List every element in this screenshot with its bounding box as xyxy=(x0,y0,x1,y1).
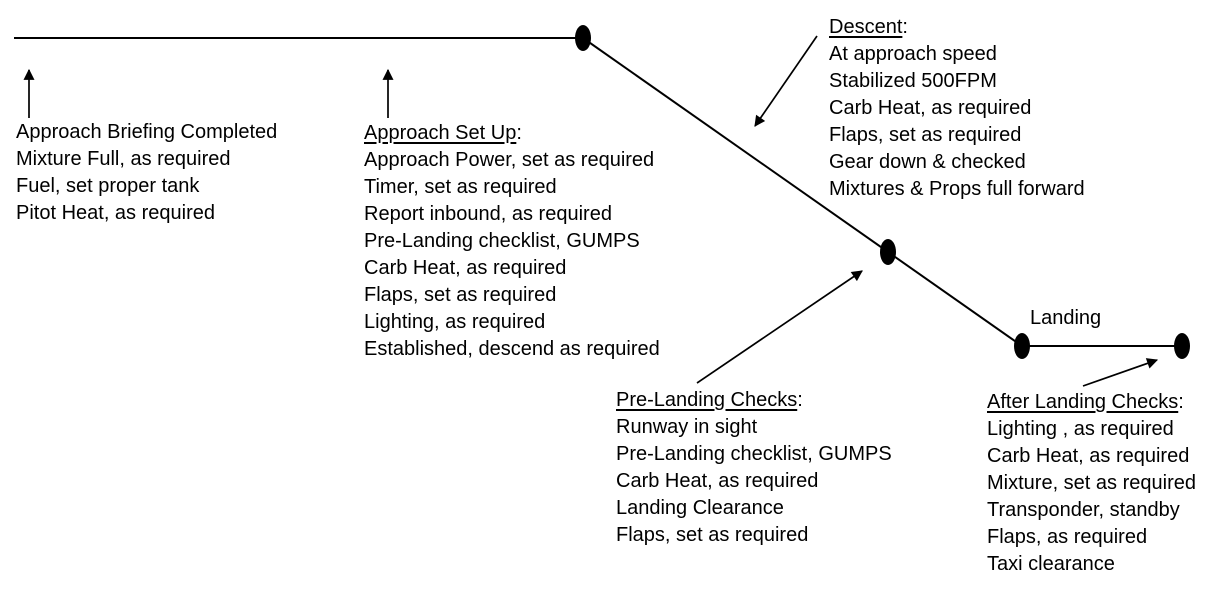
descent-segment-line xyxy=(582,37,1023,347)
checklist-item: Lighting , as required xyxy=(987,418,1174,440)
checklist-heading: After Landing Checks: xyxy=(987,389,1196,416)
checklist-heading: Pre-Landing Checks: xyxy=(616,387,892,414)
checklist-item: Runway in sight xyxy=(616,416,758,438)
checklist-heading: Descent: xyxy=(829,14,1085,41)
checklist-item: Carb Heat, as required xyxy=(364,257,567,279)
after-landing-arrow xyxy=(1082,358,1159,387)
checklist-item: Flaps, set as required xyxy=(829,124,1022,146)
checklist-item: Fuel, set proper tank xyxy=(16,175,200,197)
checklist-item: Mixtures & Props full forward xyxy=(829,178,1085,200)
checklist-title-colon: : xyxy=(1178,391,1184,413)
checklist-title-colon: : xyxy=(516,122,522,144)
checklist-item: Pre-Landing checklist, GUMPS xyxy=(364,230,640,252)
pre-landing-arrow xyxy=(696,270,863,384)
checklist-item: Transponder, standby xyxy=(987,499,1180,521)
checklist-item: At approach speed xyxy=(829,43,997,65)
checklist-item: Pitot Heat, as required xyxy=(16,202,215,224)
checklist-item: Pre-Landing checklist, GUMPS xyxy=(616,443,892,465)
checklist-item: Lighting, as required xyxy=(364,311,546,333)
waypoint-landing-end xyxy=(1174,333,1190,359)
after-landing-checklist: After Landing Checks: Lighting , as requ… xyxy=(987,389,1196,578)
checklist-item: Carb Heat, as required xyxy=(987,445,1190,467)
checklist-item: Flaps, set as required xyxy=(364,284,557,306)
approach-setup-checklist: Approach Set Up: Approach Power, set as … xyxy=(364,120,660,363)
checklist-title: After Landing Checks xyxy=(987,391,1179,413)
pre-landing-checklist: Pre-Landing Checks: Runway in sight Pre-… xyxy=(616,387,892,549)
checklist-item: Taxi clearance xyxy=(987,553,1115,575)
checklist-item: Mixture Full, as required xyxy=(16,148,231,170)
approach-briefing-checklist: Approach Briefing Completed Mixture Full… xyxy=(16,119,277,227)
checklist-item: Report inbound, as required xyxy=(364,203,612,225)
checklist-title: Pre-Landing Checks xyxy=(616,389,798,411)
checklist-item: Established, descend as required xyxy=(364,338,660,360)
checklist-title-colon: : xyxy=(797,389,803,411)
waypoint-touchdown xyxy=(1014,333,1030,359)
checklist-item: Stabilized 500FPM xyxy=(829,70,997,92)
checklist-item: Carb Heat, as required xyxy=(616,470,819,492)
waypoint-prelanding xyxy=(880,239,896,265)
checklist-item: Landing Clearance xyxy=(616,497,784,519)
checklist-item: Approach Briefing Completed xyxy=(16,121,278,143)
checklist-item: Timer, set as required xyxy=(364,176,557,198)
descent-checklist: Descent: At approach speed Stabilized 50… xyxy=(829,14,1085,203)
checklist-item: Mixture, set as required xyxy=(987,472,1196,494)
checklist-title: Descent xyxy=(829,16,903,38)
checklist-item: Flaps, as required xyxy=(987,526,1148,548)
landing-label: Landing xyxy=(1030,307,1102,329)
checklist-item: Gear down & checked xyxy=(829,151,1026,173)
waypoint-descent-start xyxy=(575,25,591,51)
checklist-item: Carb Heat, as required xyxy=(829,97,1032,119)
checklist-heading: Approach Set Up: xyxy=(364,120,660,147)
descent-arrow xyxy=(754,35,818,127)
checklist-title-colon: : xyxy=(902,16,908,38)
checklist-title: Approach Set Up xyxy=(364,122,517,144)
checklist-item: Flaps, set as required xyxy=(616,524,809,546)
checklist-item: Approach Power, set as required xyxy=(364,149,655,171)
